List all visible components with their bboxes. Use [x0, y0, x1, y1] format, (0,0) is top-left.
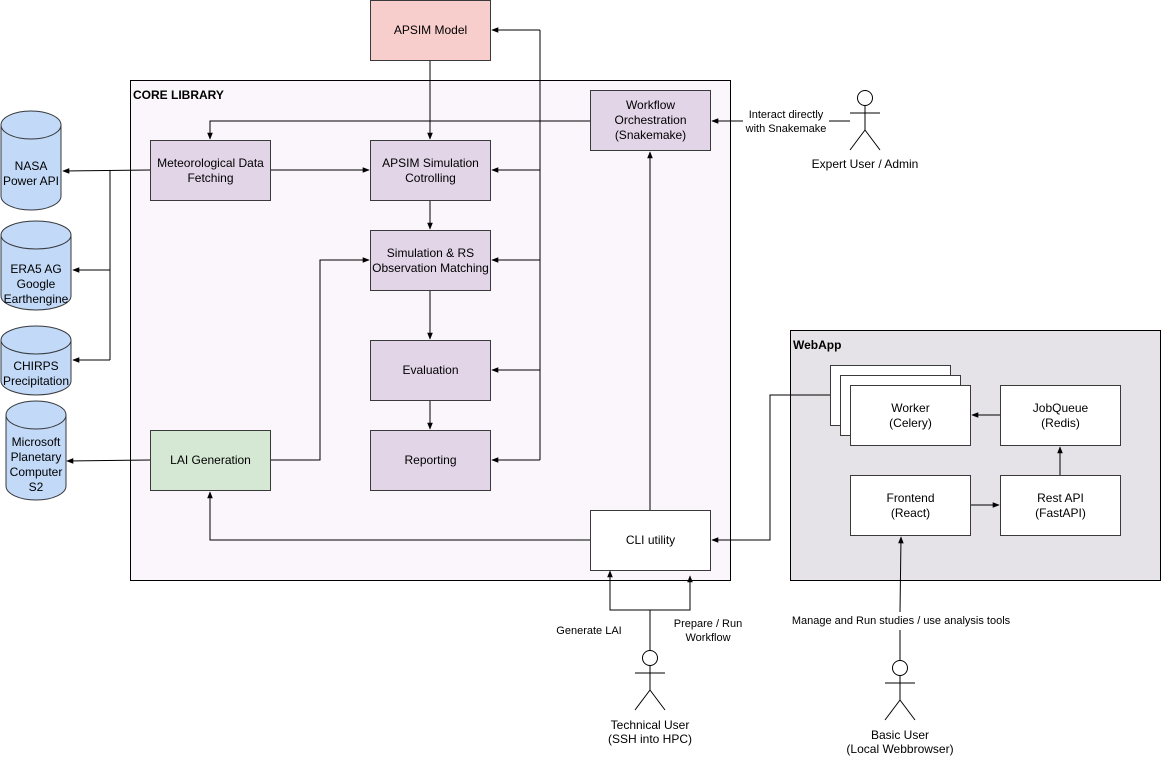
- expert-user-icon: [849, 90, 881, 151]
- planetary-computer-datastore[interactable]: Microsoft Planetary Computer S2: [5, 400, 67, 501]
- apsim-model-node[interactable]: APSIM Model: [370, 0, 491, 61]
- era5-datastore[interactable]: ERA5 AG Google Earthengine: [0, 220, 72, 311]
- frontend-node[interactable]: Frontend (React): [850, 475, 971, 536]
- edge-technical-to-cli-right: [650, 575, 693, 611]
- workflow-orchestration-node[interactable]: Workflow Orchestration (Snakemake): [590, 90, 711, 151]
- apsim-simulation-controlling-node[interactable]: APSIM Simulation Cotrolling: [370, 140, 491, 201]
- simulation-rs-matching-node[interactable]: Simulation & RS Observation Matching: [370, 230, 491, 291]
- jobqueue-node[interactable]: JobQueue (Redis): [1000, 385, 1121, 446]
- webapp-title: WebApp: [793, 338, 842, 352]
- interact-snakemake-label: Interact directly with Snakemake: [743, 108, 829, 136]
- prepare-run-label: Prepare / Run Workflow: [673, 618, 743, 644]
- database-icon: [0, 220, 72, 311]
- chirps-datastore[interactable]: CHIRPS Precipitation: [0, 325, 72, 396]
- cli-utility-node[interactable]: CLI utility: [590, 510, 711, 571]
- meteorological-data-fetching-node[interactable]: Meteorological Data Fetching: [150, 140, 271, 201]
- core-library-title: CORE LIBRARY: [133, 88, 224, 102]
- lai-generation-node[interactable]: LAI Generation: [150, 430, 271, 491]
- nasa-power-datastore[interactable]: NASA Power API: [0, 110, 62, 211]
- basic-user-label: Basic User (Local Webbrowser): [846, 728, 954, 756]
- manage-run-label: Manage and Run studies / use analysis to…: [786, 614, 1016, 628]
- edge-technical-to-cli: [607, 570, 651, 650]
- database-icon: [5, 400, 67, 501]
- technical-user-icon: [634, 650, 666, 711]
- basic-user-icon: [884, 660, 916, 721]
- database-icon: [0, 110, 62, 211]
- evaluation-node[interactable]: Evaluation: [370, 340, 491, 401]
- era5-label: ERA5 AG Google Earthengine: [3, 262, 69, 306]
- planetary-computer-label: Microsoft Planetary Computer S2: [9, 435, 63, 494]
- rest-api-node[interactable]: Rest API (FastAPI): [1000, 475, 1121, 536]
- database-icon: [0, 325, 72, 396]
- nasa-power-label: NASA Power API: [2, 159, 60, 188]
- worker-node[interactable]: Worker (Celery): [850, 385, 971, 446]
- generate-lai-label: Generate LAI: [556, 625, 622, 637]
- technical-user-label: Technical User (SSH into HPC): [607, 718, 693, 746]
- expert-user-label: Expert User / Admin: [811, 157, 919, 171]
- chirps-label: CHIRPS Precipitation: [2, 359, 70, 388]
- reporting-node[interactable]: Reporting: [370, 430, 491, 491]
